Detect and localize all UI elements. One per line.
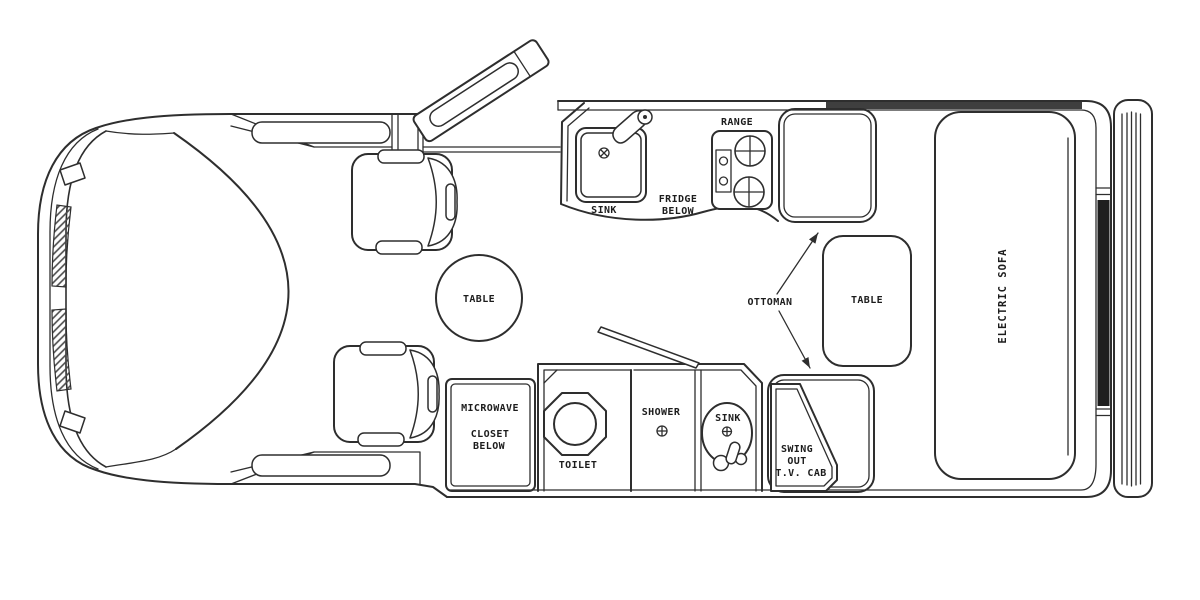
microwave-closet-cabinet: MICROWAVE CLOSET BELOW	[445, 378, 536, 492]
round-table-label: TABLE	[463, 294, 495, 305]
tv-cabinet-inner	[775, 388, 833, 487]
coach-inner-wall	[448, 109, 1097, 491]
toilet-room-wall-inner	[543, 369, 631, 492]
front-grille	[65, 130, 107, 468]
range-label: RANGE	[721, 117, 753, 128]
shower-label: SHOWER	[642, 407, 681, 418]
shower-outer-wall	[629, 363, 763, 492]
toilet-room-corner	[543, 369, 558, 384]
rear-bumper-ribs	[1121, 111, 1142, 487]
ottoman-arrow-up	[776, 232, 819, 295]
tv-cabinet: SWING OUT T.V. CAB	[770, 383, 838, 492]
shower-stall: SHOWER	[597, 326, 763, 492]
rear-window-frame	[1095, 187, 1112, 417]
toilet-room: TOILET	[537, 363, 631, 492]
seat-armrest	[377, 149, 425, 164]
shower-drain	[656, 425, 668, 437]
passenger-seat	[351, 149, 458, 255]
shower-sink-divider	[694, 369, 702, 492]
electric-sofa-label: ELECTRIC SOFA	[997, 248, 1009, 343]
round-table: TABLE	[435, 254, 523, 342]
faucet-dot	[643, 115, 647, 119]
headlight-right	[59, 410, 86, 434]
dinette-table-label: TABLE	[851, 295, 883, 306]
fender-line-bottom	[105, 448, 177, 468]
shower-inner-wall	[633, 369, 757, 492]
top-ottoman	[778, 108, 877, 223]
headlight-left	[59, 162, 86, 186]
fridge-label-1: FRIDGE	[659, 194, 698, 205]
top-wall-fill	[826, 102, 1082, 109]
toilet	[543, 392, 607, 456]
side-window-top	[251, 121, 391, 144]
cab-outline	[37, 113, 448, 498]
kitchen-sink-label: SINK	[591, 205, 617, 216]
range-knob	[718, 156, 729, 166]
range-controls	[715, 149, 732, 193]
microwave-label: MICROWAVE	[461, 403, 519, 414]
electric-sofa: ELECTRIC SOFA	[934, 111, 1076, 480]
closet-label-1: CLOSET	[471, 429, 510, 440]
ottoman-label: OTTOMAN	[748, 297, 793, 308]
cab-body	[37, 112, 561, 498]
grille-hatch-upper	[51, 204, 72, 288]
range-cooktop	[711, 130, 773, 210]
dinette-table: TABLE	[822, 235, 912, 367]
bath-faucet	[712, 441, 748, 472]
rear-window-glass	[1097, 200, 1110, 406]
bath-sink: SINK	[701, 402, 753, 472]
coach-walls	[446, 100, 1112, 498]
grille-hatch-lower	[51, 308, 72, 392]
tv-cab-label-3: T.V. CAB	[775, 468, 826, 479]
door-jambs	[391, 113, 424, 153]
closet-label-2: BELOW	[473, 441, 506, 452]
seat-lever	[445, 183, 456, 221]
toilet-room-wall	[537, 363, 631, 492]
shower-door-open	[597, 326, 700, 369]
bath-sink-drain	[721, 426, 733, 437]
front-bumper	[49, 128, 99, 470]
seat-armrest	[375, 240, 423, 255]
driver-seat	[333, 341, 440, 447]
fridge-label-2: BELOW	[662, 206, 695, 217]
seat-backrest	[409, 349, 440, 439]
windshield	[173, 132, 290, 450]
toilet-label: TOILET	[559, 460, 598, 471]
seat-lever	[427, 375, 438, 413]
sink-drain	[599, 148, 609, 158]
fender-line-top	[105, 130, 175, 135]
interior-line-bottom	[313, 451, 421, 485]
kitchen-counter: RANGE SINK FRIDGE BELOW	[560, 102, 779, 222]
counter-edge-inner	[566, 107, 590, 202]
entry-door-window	[429, 62, 519, 127]
seat-armrest	[357, 432, 405, 447]
bath-sink-label: SINK	[715, 413, 741, 424]
coach-outer-wall	[446, 100, 1112, 498]
kitchen-sink	[575, 109, 653, 203]
ottoman-callout: OTTOMAN	[748, 232, 819, 369]
side-window-bottom	[251, 454, 391, 477]
entry-threshold	[422, 146, 561, 153]
burner-cross	[734, 135, 766, 167]
ottoman-arrow-down	[778, 310, 811, 369]
burner-cross	[733, 176, 765, 208]
seat-armrest	[359, 341, 407, 356]
entry-door-open	[412, 39, 550, 143]
range-knob	[718, 176, 729, 186]
entry-door-edge	[513, 50, 531, 78]
tv-cab-label-2: OUT	[787, 456, 806, 467]
rear-bumper	[1113, 99, 1153, 498]
tv-cab-label-1: SWING	[781, 444, 813, 455]
seat-backrest	[427, 157, 458, 247]
